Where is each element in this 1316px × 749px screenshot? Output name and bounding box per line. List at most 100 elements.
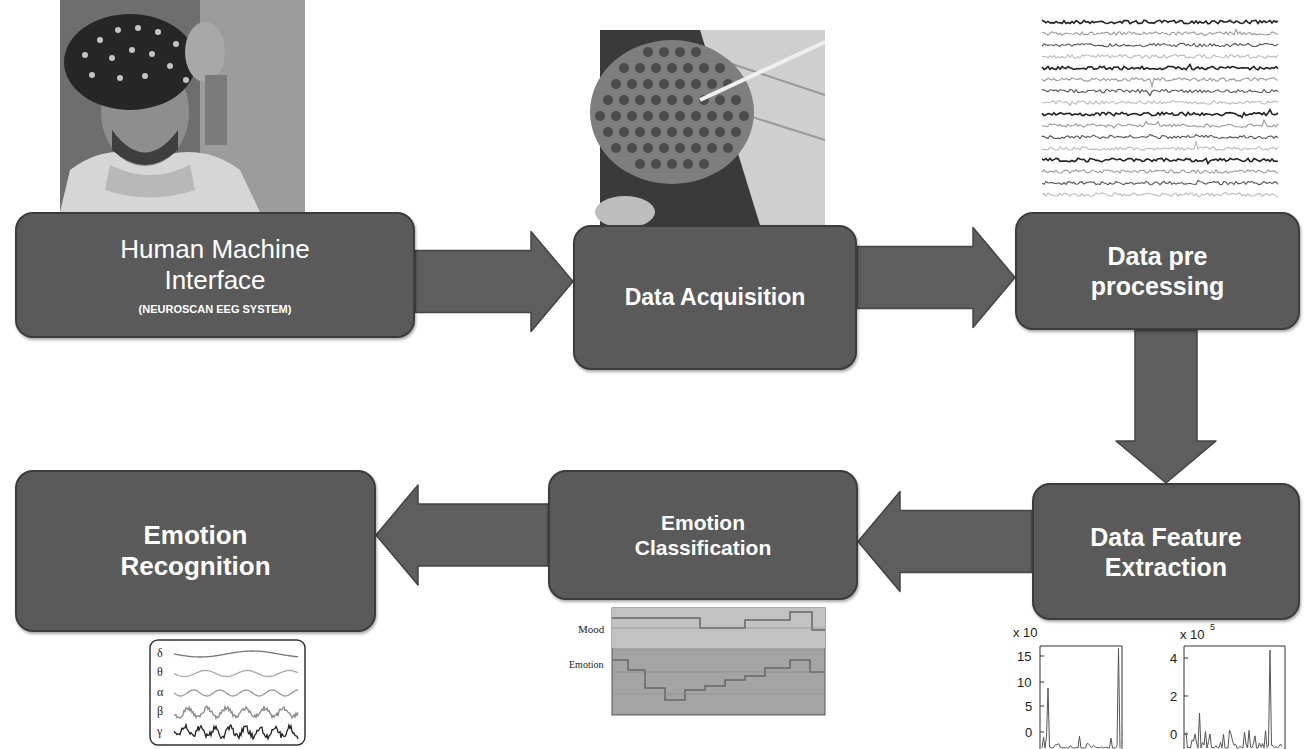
feature-signal bbox=[1042, 648, 1120, 748]
axis-tick: 5 bbox=[1025, 700, 1032, 713]
electrode bbox=[739, 111, 749, 121]
block-arrow bbox=[376, 485, 548, 585]
electrode bbox=[651, 159, 661, 169]
electrode bbox=[619, 127, 629, 137]
electrode bbox=[627, 79, 637, 89]
axis-tick: 15 bbox=[1017, 650, 1031, 663]
illustration-part bbox=[1040, 646, 1122, 749]
eeg-cap-photo bbox=[590, 30, 825, 228]
illustration-part bbox=[1042, 20, 1278, 197]
axis-multiplier: x 10 bbox=[1180, 628, 1205, 641]
electrode bbox=[731, 127, 741, 137]
electrode bbox=[643, 47, 653, 57]
eeg-trace bbox=[1042, 120, 1278, 128]
block-arrow bbox=[857, 228, 1015, 328]
band-wave bbox=[174, 690, 298, 696]
illustration-part bbox=[115, 27, 121, 33]
illustration-part bbox=[149, 51, 155, 57]
mood-line bbox=[612, 612, 825, 630]
illustration-part bbox=[173, 41, 179, 47]
band-symbol: α bbox=[157, 686, 163, 698]
electrode bbox=[675, 79, 685, 89]
electrode bbox=[723, 143, 733, 153]
electrode bbox=[699, 127, 709, 137]
illustration-part bbox=[185, 22, 225, 82]
block-arrow bbox=[858, 492, 1032, 592]
electrode bbox=[611, 143, 621, 153]
illustration-part bbox=[1184, 658, 1188, 734]
electrode bbox=[675, 111, 685, 121]
illustration-part bbox=[112, 130, 178, 165]
electrode bbox=[635, 63, 645, 73]
box-title: Data pre processing bbox=[1073, 241, 1243, 301]
eeg-trace bbox=[1042, 101, 1278, 106]
electrode bbox=[667, 159, 677, 169]
illustration-part bbox=[590, 40, 754, 184]
feature-signal bbox=[1186, 650, 1282, 748]
electrode bbox=[627, 111, 637, 121]
illustration-part bbox=[117, 75, 123, 81]
electrode bbox=[635, 95, 645, 105]
electrode bbox=[667, 127, 677, 137]
band-symbol: θ bbox=[157, 666, 163, 678]
electrode bbox=[651, 95, 661, 105]
electrode bbox=[635, 159, 645, 169]
eeg-trace bbox=[1042, 110, 1278, 118]
electrode bbox=[699, 159, 709, 169]
band-wave bbox=[174, 725, 298, 739]
eeg-trace bbox=[1042, 65, 1278, 70]
band-wave bbox=[174, 651, 298, 657]
process-box: Emotion Recognition bbox=[15, 470, 376, 632]
electrode bbox=[691, 79, 701, 89]
electrode bbox=[643, 111, 653, 121]
illustration-part bbox=[135, 25, 141, 31]
electrode bbox=[611, 79, 621, 89]
electrode bbox=[659, 47, 669, 57]
series-label: Emotion bbox=[569, 660, 603, 670]
illustration-part bbox=[60, 0, 305, 212]
eeg-trace bbox=[1042, 29, 1278, 35]
electrode bbox=[595, 111, 605, 121]
electrode bbox=[627, 143, 637, 153]
illustration-part bbox=[105, 165, 195, 198]
axis-tick: 10 bbox=[1017, 676, 1031, 689]
electrode bbox=[715, 95, 725, 105]
box-subtitle: (NEUROSCAN EEG SYSTEM) bbox=[139, 303, 292, 316]
emotion-line bbox=[612, 660, 825, 700]
illustration-part bbox=[142, 73, 148, 79]
illustration-part bbox=[205, 75, 227, 145]
band-wave bbox=[174, 671, 298, 677]
illustration-part bbox=[155, 29, 161, 35]
electrode bbox=[715, 63, 725, 73]
illustration-part bbox=[612, 612, 825, 700]
band-symbol: δ bbox=[157, 647, 163, 659]
process-box: Data Feature Extraction bbox=[1032, 483, 1300, 620]
electrode bbox=[651, 63, 661, 73]
electrode bbox=[683, 127, 693, 137]
eeg-trace bbox=[1042, 193, 1278, 197]
axis-exponent: 5 bbox=[1210, 623, 1215, 632]
electrode bbox=[643, 143, 653, 153]
electrode bbox=[603, 95, 613, 105]
mood-emotion-chart bbox=[612, 608, 825, 715]
electrode bbox=[707, 79, 717, 89]
feature-plot bbox=[1040, 646, 1285, 749]
process-box: Emotion Classification bbox=[548, 470, 858, 600]
illustration-part bbox=[129, 47, 135, 53]
axis-tick: 2 bbox=[1170, 690, 1177, 703]
axis-multiplier: x 10 bbox=[1013, 626, 1038, 639]
electrode bbox=[659, 143, 669, 153]
subject-photo bbox=[60, 0, 305, 212]
electrode bbox=[731, 95, 741, 105]
electrode bbox=[715, 127, 725, 137]
eeg-trace bbox=[1042, 20, 1278, 24]
electrode bbox=[675, 47, 685, 57]
frequency-band-panel bbox=[150, 640, 305, 745]
band-wave bbox=[174, 706, 298, 718]
axis-tick: 0 bbox=[1170, 728, 1177, 741]
illustration-part bbox=[595, 47, 749, 169]
electrode bbox=[667, 95, 677, 105]
axis-tick: 4 bbox=[1170, 652, 1177, 665]
